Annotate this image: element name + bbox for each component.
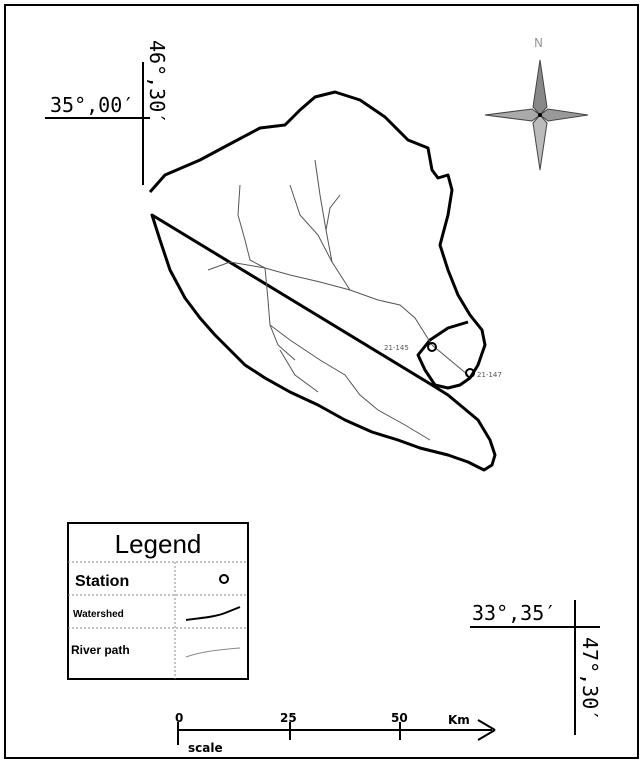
bottom-right-coordinate-cross: 33°,35′ 47°,30′ bbox=[470, 600, 602, 735]
scale-label: scale bbox=[188, 741, 223, 755]
map-border bbox=[4, 4, 639, 759]
station-21-145: 21-145 bbox=[384, 342, 437, 352]
legend-watershed-label: Watershed bbox=[73, 609, 124, 620]
scale-tick-50: 50 bbox=[391, 711, 408, 725]
legend-title: Legend bbox=[115, 529, 202, 559]
station-21-147: 21-147 bbox=[465, 368, 502, 379]
legend-station-symbol bbox=[219, 574, 229, 584]
scale-unit: Km bbox=[448, 713, 470, 727]
scale-tick-0: 0 bbox=[175, 711, 183, 725]
legend-station-label: Station bbox=[75, 573, 129, 590]
north-label: N bbox=[534, 36, 543, 50]
watershed-boundary bbox=[148, 90, 497, 472]
legend: Legend Station Watershed River path bbox=[67, 522, 249, 680]
station-21-147-label: 21-147 bbox=[477, 371, 502, 379]
river-network bbox=[207, 159, 469, 441]
scale-bar: 0 25 50 Km scale bbox=[175, 711, 496, 755]
bottom-lat-label: 33°,35′ bbox=[472, 601, 556, 625]
top-lon-label: 46°,30′ bbox=[145, 40, 169, 124]
bottom-lon-label: 47°,30′ bbox=[578, 637, 602, 721]
scale-tick-25: 25 bbox=[280, 711, 297, 725]
legend-river-label: River path bbox=[71, 643, 130, 657]
legend-watershed-symbol bbox=[185, 606, 241, 621]
north-arrow-icon: N bbox=[484, 36, 589, 171]
top-left-coordinate-cross: 35°,00′ 46°,30′ bbox=[45, 40, 169, 185]
station-21-145-label: 21-145 bbox=[384, 344, 409, 352]
top-lat-label: 35°,00′ bbox=[50, 93, 134, 117]
legend-river-symbol bbox=[185, 647, 241, 658]
